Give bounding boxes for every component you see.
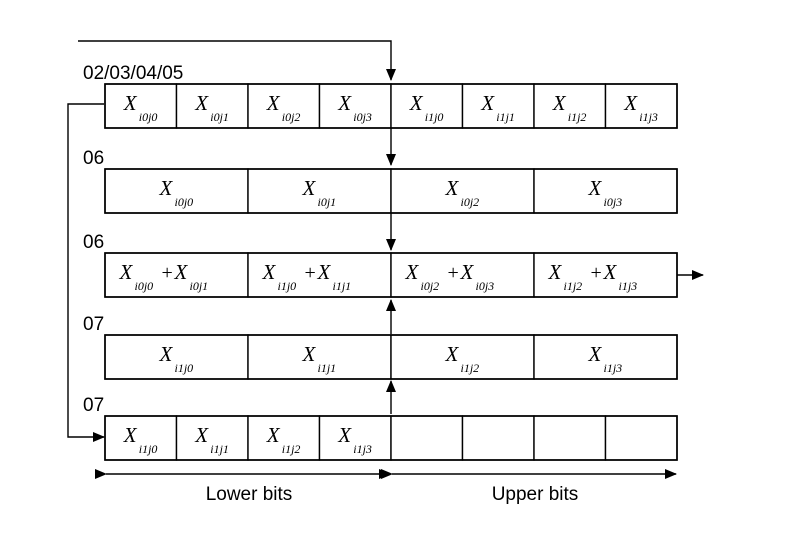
cell-variable: X — [266, 91, 281, 115]
cell-subscript: i0j3 — [353, 110, 372, 124]
cell-variable: X — [405, 260, 420, 284]
cell-variable: X — [159, 342, 174, 366]
cell-variable: X — [445, 176, 460, 200]
cell-subscript: i1j1 — [496, 110, 515, 124]
cell-subscript: i1j2 — [282, 442, 301, 456]
cell-variable: X — [159, 176, 174, 200]
cell-subscript: i0j0 — [139, 110, 158, 124]
cell-variable: X — [266, 423, 281, 447]
register-cell — [175, 83, 249, 129]
lower-bits-label: Lower bits — [206, 484, 293, 505]
cell-variable: X — [552, 91, 567, 115]
register-cell — [390, 334, 535, 380]
cell-subscript: i0j3 — [476, 279, 495, 293]
cell-subscript: i1j3 — [639, 110, 658, 124]
cell-subscript: i1j3 — [619, 279, 638, 293]
cell-variable: X — [302, 342, 317, 366]
cell-subscript: i0j2 — [282, 110, 301, 124]
cell-subscript: i1j3 — [353, 442, 372, 456]
register-cell — [533, 252, 678, 298]
register-cell — [390, 415, 464, 461]
cell-variable: X — [119, 260, 134, 284]
input-feed-arrow — [78, 40, 396, 81]
cell-subscript: i1j0 — [425, 110, 444, 124]
cell-subscript: i0j2 — [421, 279, 440, 293]
cell-subscript: i1j0 — [139, 442, 158, 456]
plus-operator: + — [591, 262, 602, 284]
cell-variable: X — [588, 342, 603, 366]
row-label: 06 — [83, 148, 104, 169]
cell-subscript: i0j2 — [461, 195, 480, 209]
row-label: 06 — [83, 232, 104, 253]
cell-subscript: i1j0 — [175, 361, 194, 375]
cell-variable: X — [623, 91, 638, 115]
cell-subscript: i0j1 — [190, 279, 209, 293]
cell-variable: X — [194, 423, 209, 447]
cell-subscript: i0j1 — [318, 195, 337, 209]
cell-variable: X — [302, 176, 317, 200]
cell-variable: X — [194, 91, 209, 115]
register-row: 02/03/04/05Xi0j0Xi0j1Xi0j2Xi0j3Xi1j0Xi1j… — [83, 63, 678, 129]
cell-subscript: i1j3 — [604, 361, 623, 375]
cell-subscript: i0j0 — [175, 195, 194, 209]
register-cell — [104, 168, 249, 214]
register-rows: 02/03/04/05Xi0j0Xi0j1Xi0j2Xi0j3Xi1j0Xi1j… — [83, 63, 678, 461]
cell-variable: X — [603, 260, 618, 284]
register-cell — [461, 415, 535, 461]
row-label: 02/03/04/05 — [83, 63, 183, 84]
cell-variable: X — [588, 176, 603, 200]
register-cell — [247, 252, 392, 298]
cell-subscript: i0j0 — [135, 279, 154, 293]
register-cell — [604, 415, 678, 461]
register-row: 06Xi0j0+Xi0j1Xi1j0+Xi1j1Xi0j2+Xi0j3Xi1j2… — [83, 232, 678, 298]
register-row-outline — [104, 334, 678, 380]
cell-subscript: i0j3 — [604, 195, 623, 209]
cell-variable: X — [445, 342, 460, 366]
cell-variable: X — [123, 423, 138, 447]
cell-variable: X — [460, 260, 475, 284]
register-cell — [533, 168, 678, 214]
cell-subscript: i1j1 — [210, 442, 229, 456]
cell-variable: X — [262, 260, 277, 284]
plus-operator: + — [162, 262, 173, 284]
register-cell — [461, 83, 535, 129]
register-cell — [533, 334, 678, 380]
cell-variable: X — [317, 260, 332, 284]
cell-subscript: i1j2 — [564, 279, 583, 293]
cell-variable: X — [480, 91, 495, 115]
cell-subscript: i1j2 — [568, 110, 587, 124]
cell-variable: X — [337, 423, 352, 447]
register-cell — [390, 252, 535, 298]
cell-variable: X — [123, 91, 138, 115]
cell-subscript: i0j1 — [210, 110, 229, 124]
row-label: 07 — [83, 395, 104, 416]
cell-subscript: i1j1 — [318, 361, 337, 375]
row-label: 07 — [83, 314, 104, 335]
register-row-outline — [104, 415, 678, 461]
cell-subscript: i1j1 — [333, 279, 352, 293]
cell-subscript: i1j0 — [278, 279, 297, 293]
register-cell — [533, 415, 607, 461]
register-cell — [604, 83, 678, 129]
cell-variable: X — [174, 260, 189, 284]
register-cell — [390, 168, 535, 214]
cell-variable: X — [409, 91, 424, 115]
cell-variable: X — [548, 260, 563, 284]
cell-subscript: i1j2 — [461, 361, 480, 375]
lower-half-feedback-arrow — [67, 103, 105, 442]
plus-operator: + — [448, 262, 459, 284]
cell-variable: X — [337, 91, 352, 115]
upper-bits-label: Upper bits — [492, 484, 579, 505]
register-cell — [247, 334, 392, 380]
plus-operator: + — [305, 262, 316, 284]
